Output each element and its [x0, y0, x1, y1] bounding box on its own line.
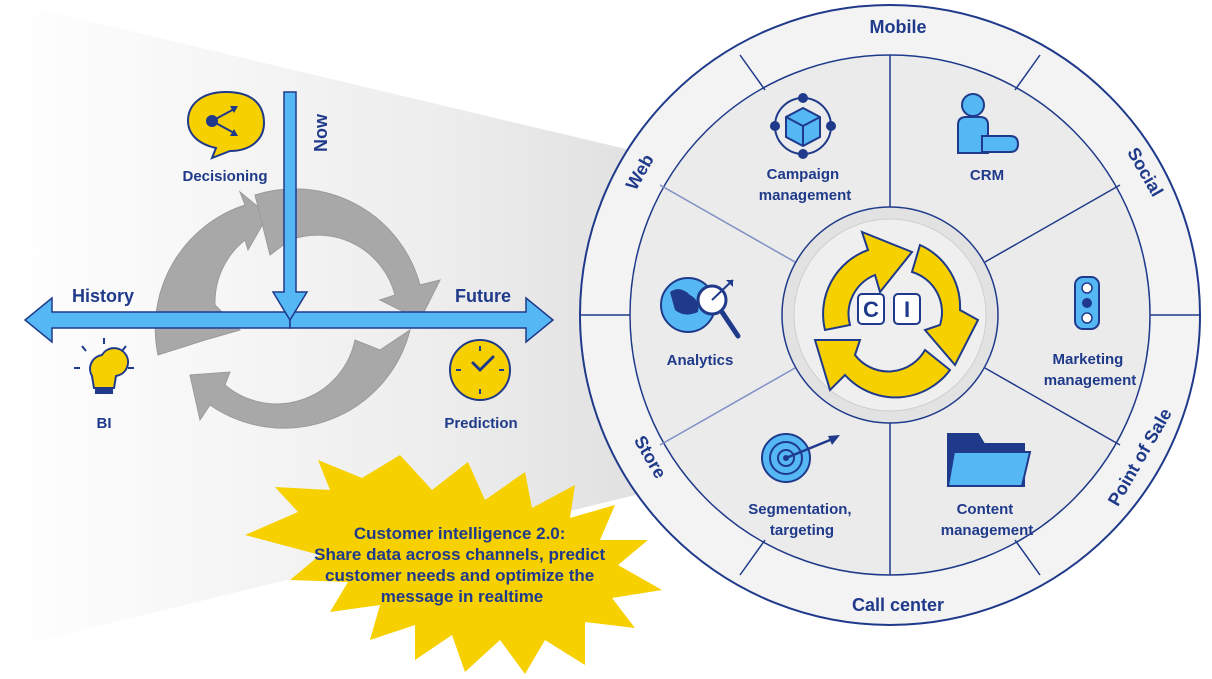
segmentation-targeting-label: Segmentation, targeting	[748, 501, 856, 539]
callout-text: Customer intelligence 2.0: Share data ac…	[314, 524, 610, 606]
timeline-arrows	[23, 91, 555, 344]
marketing-management-label: Marketing management	[1044, 351, 1137, 389]
ci-badge-c: C	[863, 297, 879, 322]
channel-call-center: Call center	[852, 595, 944, 615]
channel-mobile: Mobile	[870, 17, 927, 37]
future-arrow	[289, 296, 555, 344]
future-label: Future	[455, 286, 511, 306]
crm-label: CRM	[970, 167, 1004, 184]
callout-burst	[245, 455, 662, 674]
crm-person-icon	[957, 93, 1020, 154]
analytics-label: Analytics	[667, 352, 734, 369]
cube-icon	[770, 93, 836, 159]
folder-icon	[946, 433, 1032, 487]
decisioning-bubble-icon	[186, 90, 266, 160]
prediction-label: Prediction	[444, 415, 517, 432]
ci-badge-i: I	[904, 297, 910, 322]
ci-badge: C I	[857, 293, 921, 325]
ci-cycle-icon	[813, 230, 980, 399]
now-arrow	[271, 91, 309, 322]
now-label: Now	[311, 113, 331, 152]
clock-icon	[449, 339, 511, 401]
bi-label: BI	[97, 415, 112, 432]
history-label: History	[72, 286, 134, 306]
history-arrow	[23, 296, 291, 344]
lightbulb-icon	[74, 338, 134, 394]
traffic-light-icon	[1074, 276, 1100, 330]
target-icon	[761, 433, 840, 483]
content-management-label: Content management	[941, 501, 1034, 539]
decisioning-label: Decisioning	[182, 168, 267, 185]
campaign-management-label: Campaign management	[759, 166, 852, 204]
analytics-globe-icon	[660, 277, 741, 339]
